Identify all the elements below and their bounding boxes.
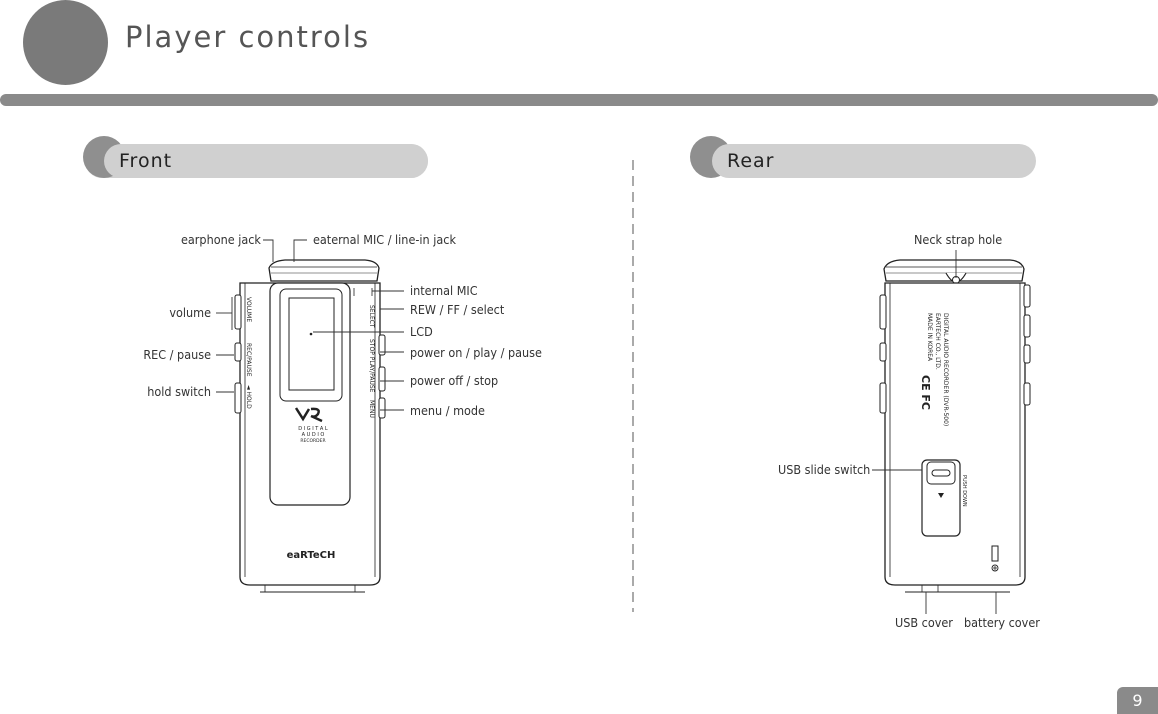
rear-text-line1: DIGITAL AUDIO RECORDER (DVR-500) (942, 313, 949, 426)
label-internal-mic: internal MIC (410, 283, 478, 298)
label-rew-ff-select: REW / FF / select (410, 302, 505, 317)
rear-section-title: Rear (727, 150, 775, 172)
label-lcd: LCD (410, 324, 433, 339)
rear-text-line3: MADE IN KOREA (926, 313, 933, 362)
label-battery-cover: battery cover (964, 615, 1040, 630)
side-text-menu: MENU (368, 400, 375, 418)
rear-section-bar (712, 144, 1036, 178)
label-power-off-stop: power off / stop (410, 373, 499, 388)
front-device-illustration: D I G I T A L A U D I O RECORDER eaRTeCH… (234, 259, 386, 593)
rear-push-down: PUSH DOWN (961, 475, 967, 507)
page-number: 9 (1117, 687, 1158, 714)
rear-device-illustration: DIGITAL AUDIO RECORDER (DVR-500) EARTECH… (879, 259, 1031, 593)
label-neck-strap-hole: Neck strap hole (914, 232, 1003, 247)
header-rule (0, 94, 1158, 106)
label-earphone-jack: earphone jack (181, 232, 261, 247)
rear-cert-marks: CE FC (919, 375, 932, 410)
section-divider (632, 160, 634, 612)
header-circle (23, 0, 108, 85)
logo-line2: A U D I O (302, 432, 325, 438)
page-title: Player controls (125, 20, 371, 54)
label-menu-mode: menu / mode (410, 403, 485, 418)
label-usb-cover: USB cover (895, 615, 953, 630)
front-section-bar-top (104, 144, 428, 178)
label-usb-slide-switch: USB slide switch (778, 462, 871, 477)
label-volume: volume (169, 305, 211, 320)
logo-line1: D I G I T A L (298, 426, 328, 432)
logo-line3: RECORDER (300, 438, 325, 444)
label-hold-switch: hold switch (147, 384, 211, 399)
brand-logo: eaRTeCH (287, 550, 336, 561)
label-external-mic: eaternal MIC / line-in jack (313, 232, 456, 247)
side-text-select: SELECT (368, 305, 375, 328)
side-text-rec: REC/PAUSE (245, 343, 252, 377)
rear-text-line2: EARTECH CO., LTD. (934, 313, 941, 370)
front-section-title: Front (119, 150, 173, 172)
label-power-play-pause: power on / play / pause (410, 345, 542, 360)
label-rec-pause: REC / pause (143, 347, 211, 362)
side-text-volume: VOLUME (245, 297, 252, 322)
side-text-stop-play: STOP PLAY/PAUSE (368, 339, 375, 393)
side-text-hold: ◄ HOLD (245, 385, 252, 409)
